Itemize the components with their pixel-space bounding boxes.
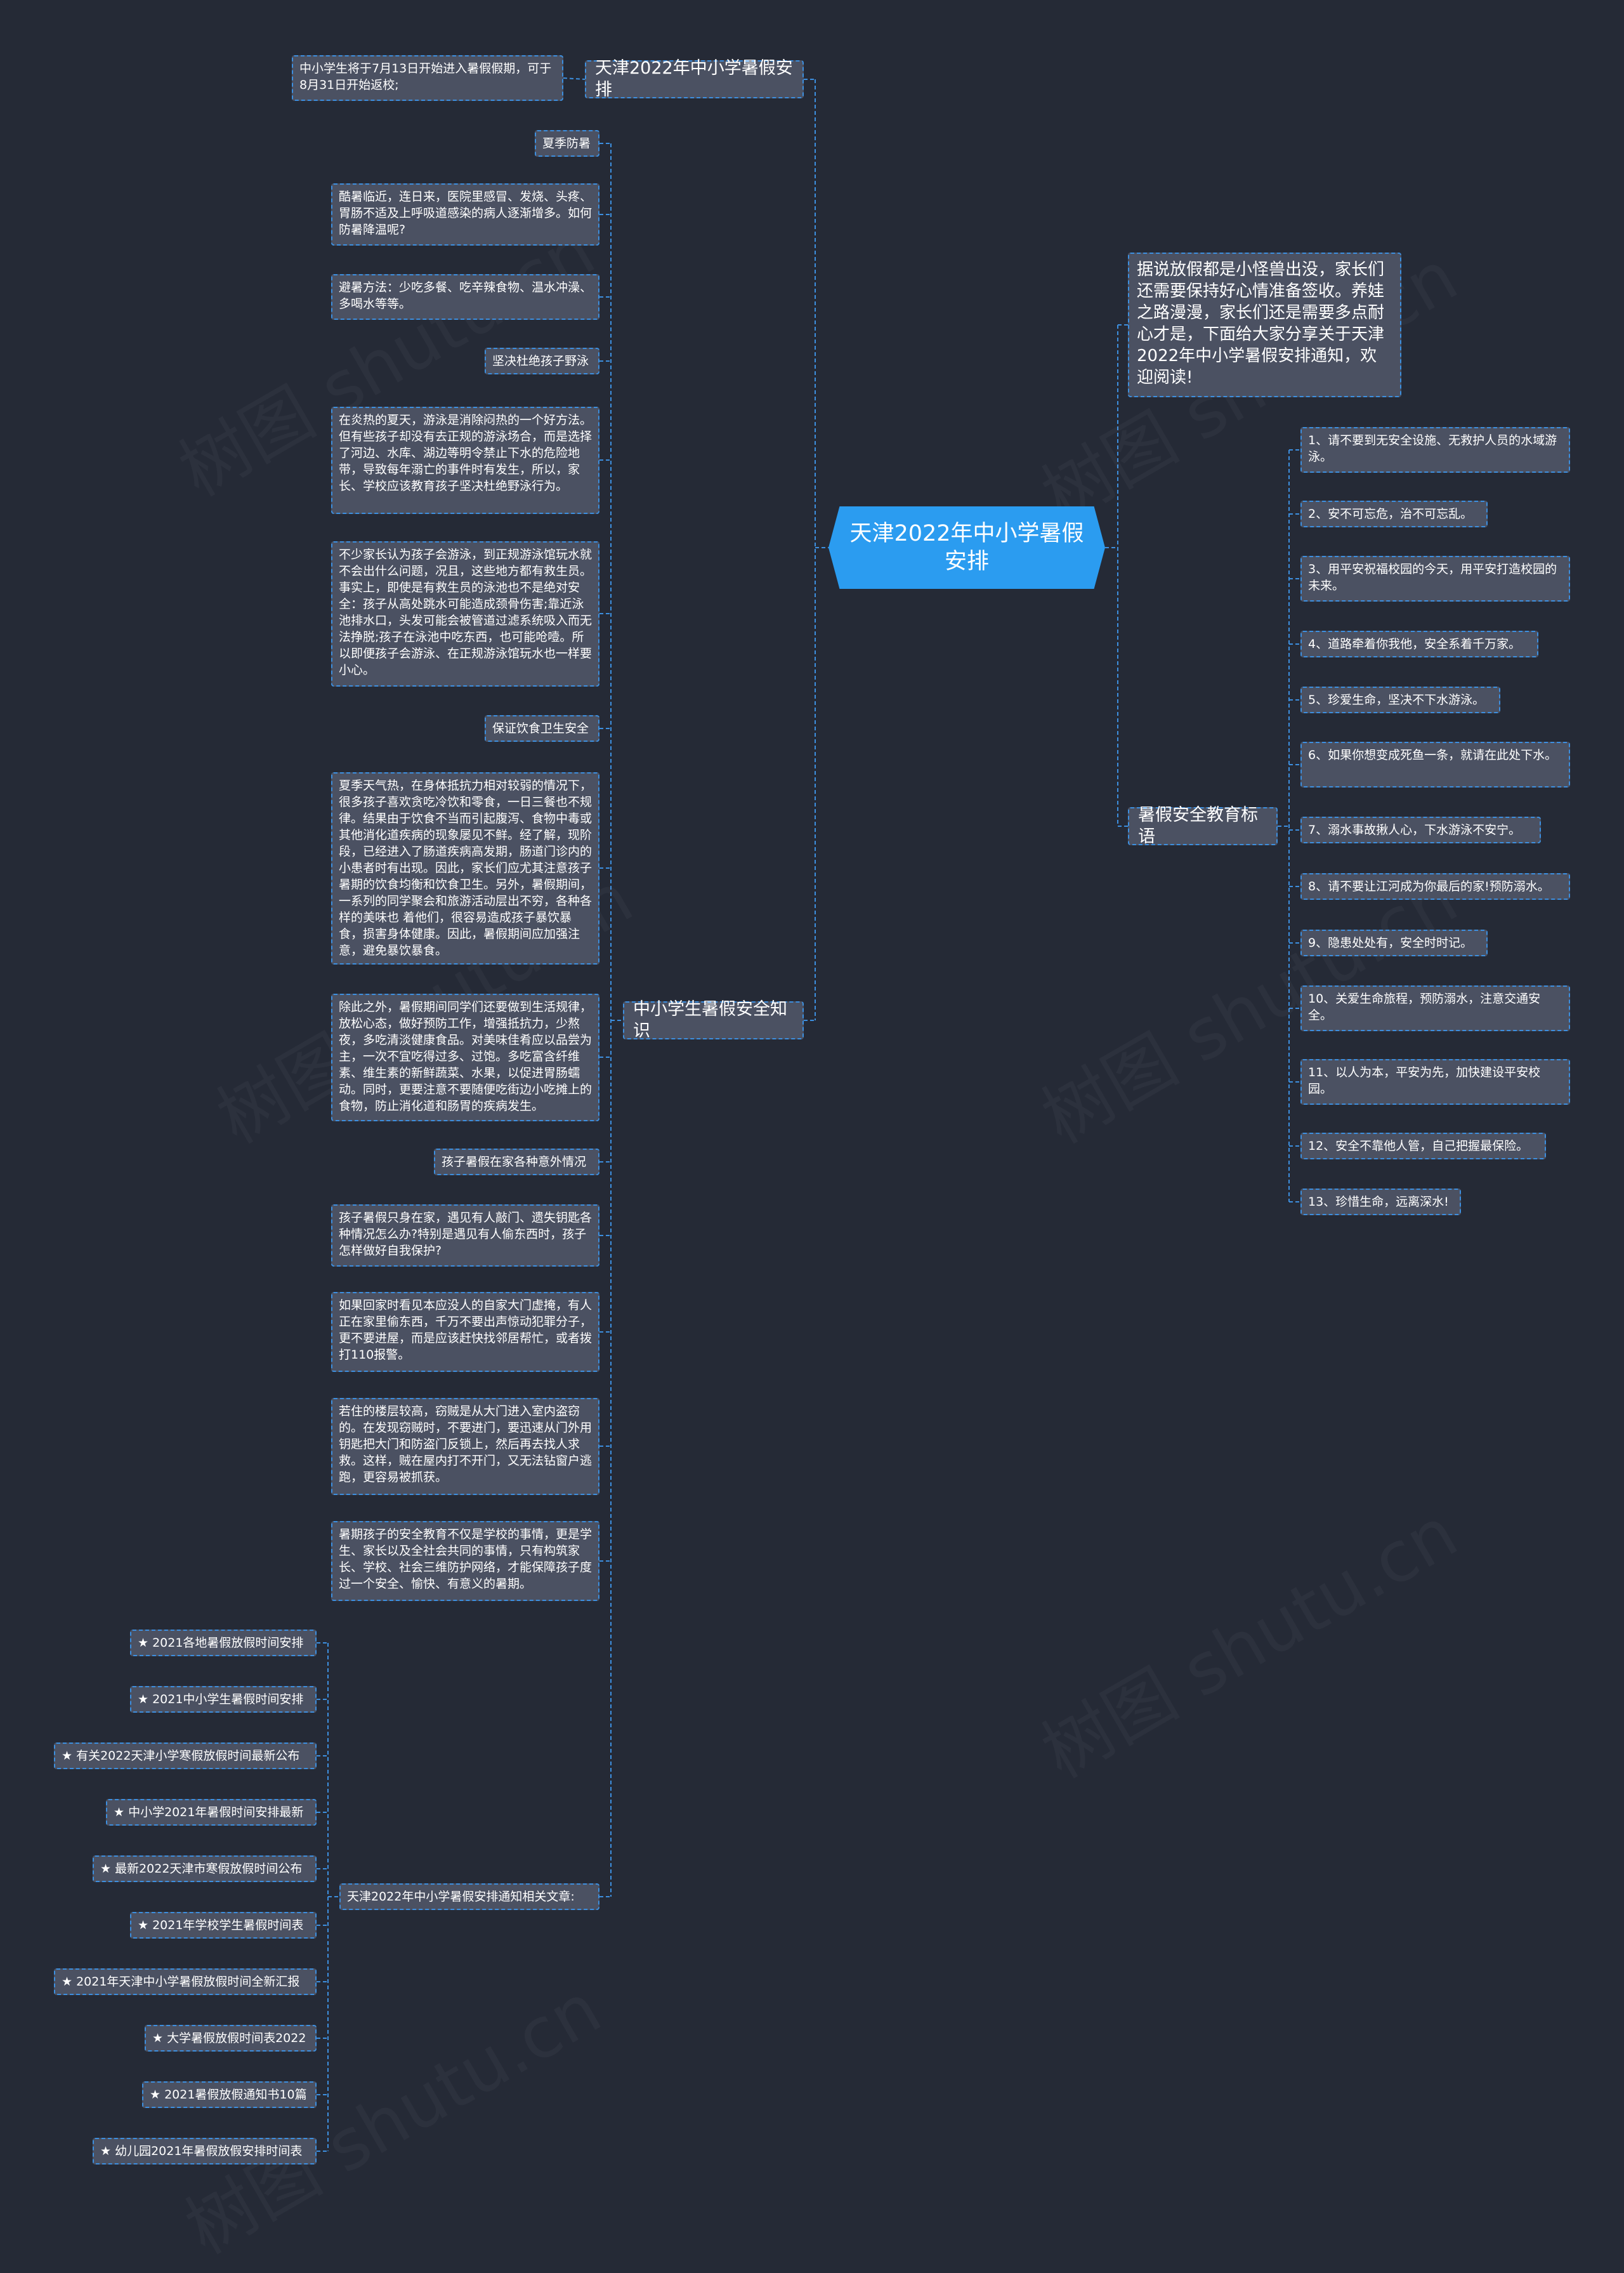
slogan-item[interactable]: 6、如果你想变成死鱼一条，就请在此处下水。 (1300, 742, 1570, 787)
slogan-item[interactable]: 7、溺水事故揪人心，下水游泳不安宁。 (1300, 817, 1541, 843)
safety-item[interactable]: 孩子暑假在家各种意外情况 (434, 1149, 599, 1175)
safety-item[interactable]: 若住的楼层较高，窃贼是从大门进入室内盗窃的。在发现窃贼时，不要进门，要迅速从门外… (331, 1398, 599, 1495)
root-node[interactable]: 天津2022年中小学暑假安排 (828, 506, 1105, 589)
slogan-item[interactable]: 13、珍惜生命，远离深水! (1300, 1189, 1461, 1215)
safety-item[interactable]: 除此之外，暑假期间同学们还要做到生活规律，放松心态，做好预防工作，增强抵抗力，少… (331, 994, 599, 1121)
intro-text[interactable]: 据说放假都是小怪兽出没，家长们还需要保持好心情准备签收。养娃之路漫漫，家长们还是… (1128, 253, 1401, 397)
safety-item[interactable]: 不少家长认为孩子会游泳，到正规游泳馆玩水就不会出什么问题，况且，这些地方都有救生… (331, 541, 599, 687)
branch-safety-slogans[interactable]: 暑假安全教育标语 (1128, 805, 1278, 847)
slogan-item[interactable]: 3、用平安祝福校园的今天，用平安打造校园的未来。 (1300, 556, 1570, 602)
slogan-item[interactable]: 2、安不可忘危，治不可忘乱。 (1300, 501, 1488, 527)
related-article[interactable]: ★ 2021中小学生暑假时间安排 (130, 1686, 317, 1713)
safety-item[interactable]: 保证饮食卫生安全 (485, 715, 599, 742)
safety-item[interactable]: 暑期孩子的安全教育不仅是学校的事情，更是学生、家长以及全社会共同的事情，只有构筑… (331, 1521, 599, 1601)
safety-item[interactable]: 避暑方法：少吃多餐、吃辛辣食物、温水冲澡、多喝水等等。 (331, 274, 599, 320)
slogan-item[interactable]: 9、隐患处处有，安全时时记。 (1300, 930, 1488, 956)
related-article[interactable]: ★ 有关2022天津小学寒假放假时间最新公布 (54, 1743, 317, 1769)
slogan-item[interactable]: 4、道路牵着你我他，安全系着千万家。 (1300, 631, 1538, 657)
related-article[interactable]: ★ 中小学2021年暑假时间安排最新 (106, 1799, 317, 1826)
slogan-item[interactable]: 11、以人为本，平安为先，加快建设平安校园。 (1300, 1059, 1570, 1105)
schedule-detail[interactable]: 中小学生将于7月13日开始进入暑假假期，可于8月31日开始返校; (292, 55, 563, 101)
related-article[interactable]: ★ 2021各地暑假放假时间安排 (130, 1630, 317, 1656)
branch-school-schedule[interactable]: 天津2022年中小学暑假安排 (585, 58, 804, 100)
slogan-item[interactable]: 10、关爱生命旅程，预防溺水，注意交通安全。 (1300, 985, 1570, 1031)
related-article[interactable]: ★ 大学暑假放假时间表2022 (145, 2025, 317, 2052)
related-articles-node[interactable]: 天津2022年中小学暑假安排通知相关文章: (339, 1883, 599, 1910)
safety-item[interactable]: 坚决杜绝孩子野泳 (485, 348, 599, 374)
related-article[interactable]: ★ 2021年学校学生暑假时间表 (130, 1912, 317, 1939)
related-article[interactable]: ★ 2021年天津中小学暑假放假时间全新汇报 (54, 1968, 317, 1995)
safety-item[interactable]: 孩子暑假只身在家，遇见有人敲门、遗失钥匙各种情况怎么办?特别是遇见有人偷东西时，… (331, 1204, 599, 1267)
safety-item[interactable]: 如果回家时看见本应没人的自家大门虚掩，有人正在家里偷东西，千万不要出声惊动犯罪分… (331, 1292, 599, 1372)
slogan-item[interactable]: 8、请不要让江河成为你最后的家!预防溺水。 (1300, 873, 1570, 900)
slogan-item[interactable]: 5、珍爱生命，坚决不下水游泳。 (1300, 687, 1500, 713)
slogan-item[interactable]: 12、安全不靠他人管，自己把握最保险。 (1300, 1133, 1546, 1159)
connector-line (563, 77, 586, 80)
related-article[interactable]: ★ 最新2022天津市寒假放假时间公布 (93, 1855, 317, 1882)
branch-safety-knowledge[interactable]: 中小学生暑假安全知识 (623, 999, 804, 1041)
safety-item[interactable]: 酷暑临近，连日来，医院里感冒、发烧、头疼、胃肠不适及上呼吸道感染的病人逐渐增多。… (331, 183, 599, 246)
safety-item[interactable]: 夏季天气热，在身体抵抗力相对较弱的情况下，很多孩子喜欢贪吃冷饮和零食，一日三餐也… (331, 772, 599, 965)
safety-item[interactable]: 在炎热的夏天，游泳是消除闷热的一个好方法。但有些孩子却没有去正规的游泳场合，而是… (331, 407, 599, 514)
connector-lines (317, 77, 1300, 2152)
slogan-item[interactable]: 1、请不要到无安全设施、无救护人员的水域游泳。 (1300, 427, 1570, 473)
related-article[interactable]: ★ 幼儿园2021年暑假放假安排时间表 (93, 2138, 317, 2164)
related-article[interactable]: ★ 2021暑假放假通知书10篇 (142, 2081, 317, 2108)
safety-item[interactable]: 夏季防暑 (535, 130, 599, 157)
